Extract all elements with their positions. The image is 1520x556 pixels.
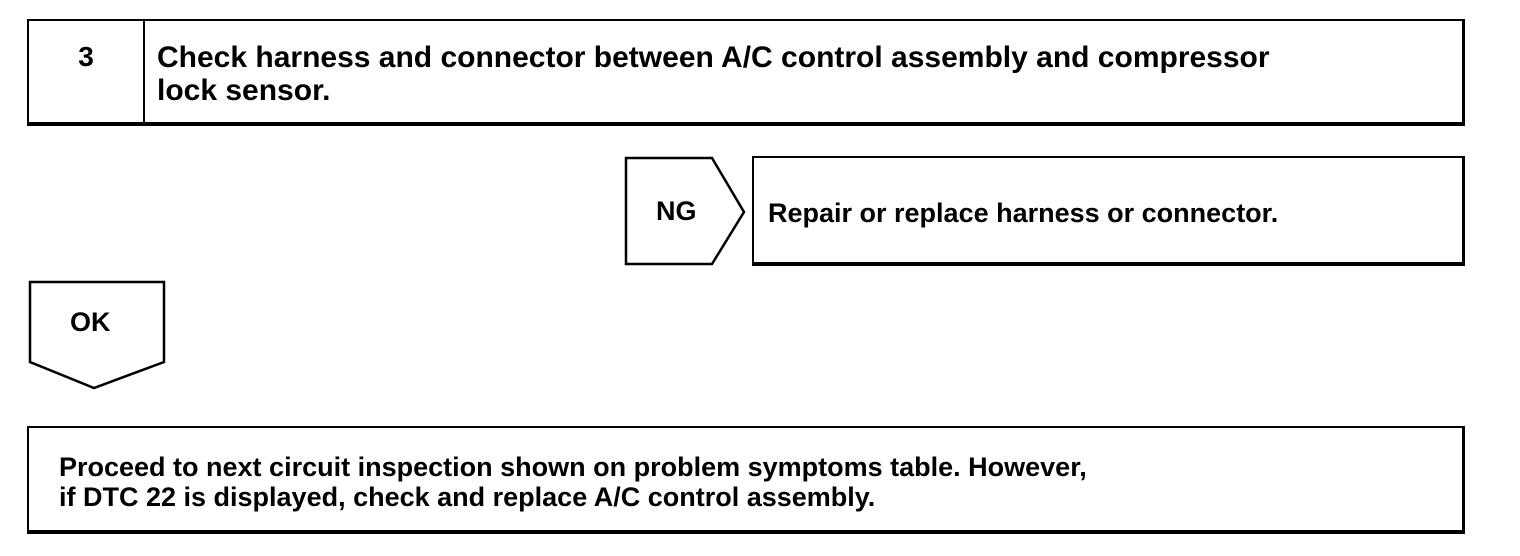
ng-label: NG <box>656 196 697 226</box>
next-step-line-1: Proceed to next circuit inspection shown… <box>59 452 1087 482</box>
ok-label: OK <box>70 307 111 337</box>
step-title-line-2: lock sensor. <box>157 74 331 107</box>
step-number: 3 <box>29 21 145 122</box>
ng-action-text: Repair or replace harness or connector. <box>768 198 1279 228</box>
next-step-box: Proceed to next circuit inspection shown… <box>27 426 1465 534</box>
ok-arrow-shape <box>28 280 166 390</box>
next-step-text: Proceed to next circuit inspection shown… <box>59 452 1439 512</box>
next-step-line-2: if DTC 22 is displayed, check and replac… <box>59 482 876 512</box>
ng-arrow-shape <box>624 156 746 266</box>
ng-action-box: Repair or replace harness or connector. <box>752 156 1465 266</box>
step-box: 3 Check harness and connector between A/… <box>27 19 1465 126</box>
step-title: Check harness and connector between A/C … <box>157 41 1447 107</box>
step-title-line-1: Check harness and connector between A/C … <box>157 41 1270 74</box>
